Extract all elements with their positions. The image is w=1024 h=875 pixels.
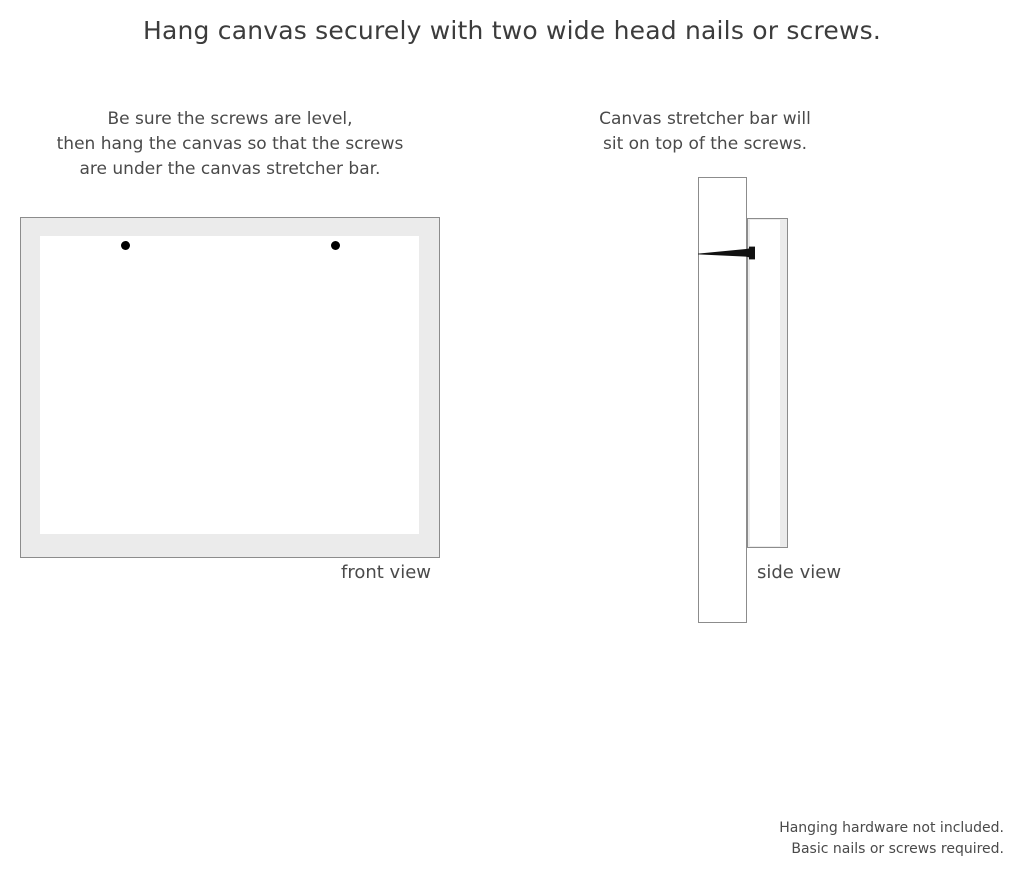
caption-line: sit on top of the screws.: [602, 134, 808, 154]
caption-line: then hang the canvas so that the screws: [56, 134, 404, 154]
caption-line: are under the canvas stretcher bar.: [79, 159, 381, 179]
caption-line: Be sure the screws are level,: [107, 109, 353, 129]
hardware-disclaimer: Hanging hardware not included. Basic nai…: [779, 818, 1004, 860]
caption-line: Canvas stretcher bar will: [599, 109, 811, 129]
side-view-diagram: [690, 170, 810, 630]
front-view-label: front view: [341, 562, 431, 583]
side-view-caption: Canvas stretcher bar will sit on top of …: [585, 107, 825, 157]
front-view-diagram: [20, 217, 440, 558]
side-view-label: side view: [757, 562, 842, 583]
canvas-face: [40, 236, 419, 534]
screw-dot-right: [331, 241, 340, 250]
wall-outline: [698, 177, 747, 623]
disclaimer-line: Hanging hardware not included.: [779, 820, 1004, 836]
screw-dot-left: [121, 241, 130, 250]
page-title: Hang canvas securely with two wide head …: [142, 16, 882, 45]
canvas-stretcher-bar-face: [750, 220, 780, 546]
front-view-caption: Be sure the screws are level, then hang …: [20, 107, 440, 182]
disclaimer-line: Basic nails or screws required.: [791, 841, 1004, 857]
